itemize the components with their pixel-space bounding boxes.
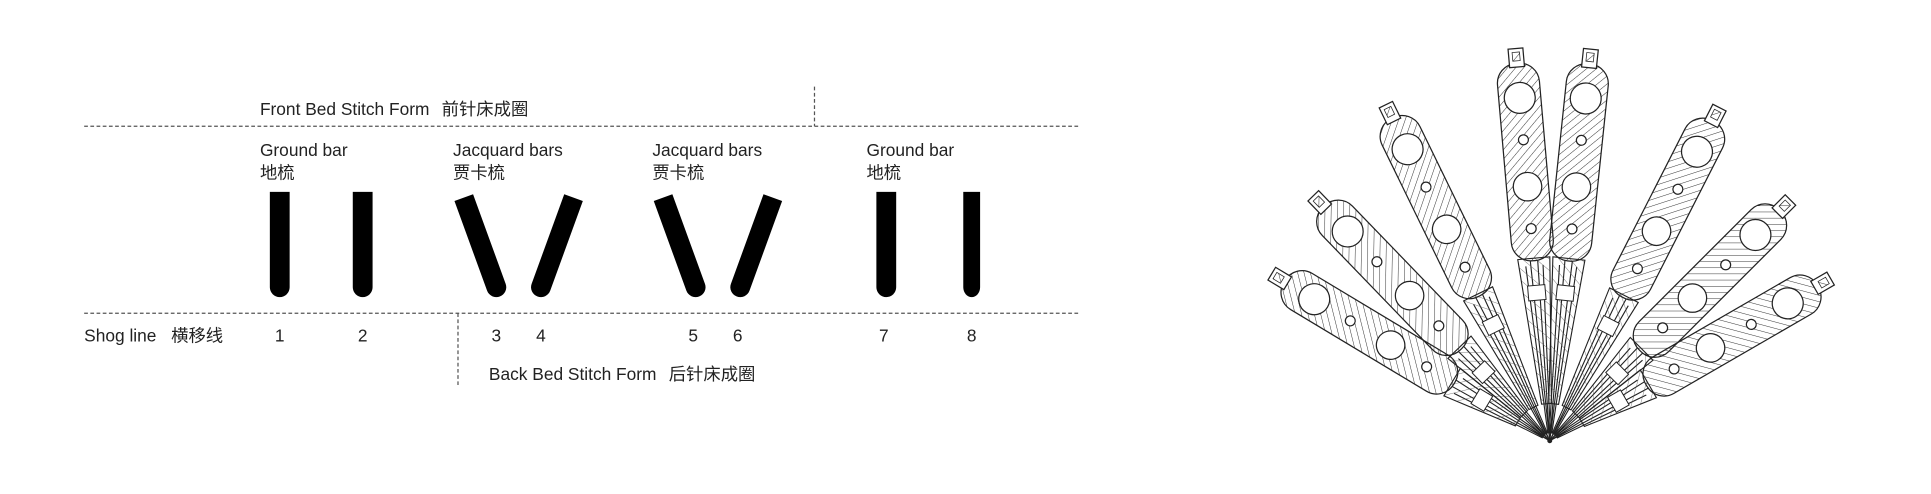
guide-bar-arm bbox=[1548, 47, 1609, 441]
guide-bar-detail bbox=[1471, 360, 1496, 385]
guide-bar-hole bbox=[1371, 256, 1383, 268]
back-bed-label-en: Back Bed Stitch Form bbox=[489, 364, 657, 384]
fan-pivot bbox=[1547, 438, 1553, 444]
bar-group-name-cn: 贾卡梳 bbox=[652, 162, 704, 182]
guide-1 bbox=[269, 191, 290, 298]
guide-bar-hole bbox=[1394, 280, 1425, 311]
guide-bar-lug-inner bbox=[1312, 195, 1326, 208]
guide-bar-hole bbox=[1375, 330, 1406, 360]
bar-group-label-jacquard-2: Jacquard bars 贾卡梳 bbox=[652, 140, 762, 182]
guide-bar-hole bbox=[1672, 183, 1684, 195]
front-bed-label-cn: 前针床成圈 bbox=[442, 99, 529, 119]
guide-bar-hole bbox=[1641, 216, 1672, 247]
guide-bar-hole bbox=[1680, 135, 1714, 168]
guide-bar-arm bbox=[1549, 103, 1727, 442]
bar-group-name-en: Jacquard bars bbox=[453, 140, 563, 160]
front-bed-label: Front Bed Stitch Form 前针床成圈 bbox=[260, 99, 528, 119]
guide-bar-arm bbox=[1378, 100, 1551, 442]
guide-bar-hole bbox=[1431, 214, 1462, 245]
guide-bar-hole bbox=[1569, 82, 1602, 115]
guide-bar-hole bbox=[1331, 215, 1364, 248]
guide-6 bbox=[727, 194, 783, 300]
guide-bar-arm bbox=[1549, 271, 1836, 442]
guide-bar-lug-inner bbox=[1710, 108, 1722, 121]
guide-bar-arm bbox=[1307, 189, 1551, 442]
guide-bar-hole bbox=[1771, 287, 1804, 320]
guide-bar-arm bbox=[1496, 47, 1554, 441]
guide-bar-detail bbox=[1481, 313, 1506, 337]
bar-group-name-en: Ground bar bbox=[866, 140, 954, 160]
guide-bar-hole bbox=[1517, 134, 1529, 146]
guide-number-7: 7 bbox=[879, 326, 889, 346]
bar-group-name-en: Jacquard bars bbox=[652, 140, 762, 160]
bar-group-label-ground-2: Ground bar 地梳 bbox=[866, 140, 954, 182]
shog-line-label-en: Shog line bbox=[84, 326, 156, 346]
guide-bar-hole bbox=[1561, 172, 1592, 202]
bar-group-name-cn: 地梳 bbox=[866, 162, 901, 182]
guide-bar-hole bbox=[1459, 261, 1471, 273]
guide-5 bbox=[653, 194, 709, 300]
front-bed-label-en: Front Bed Stitch Form bbox=[260, 99, 429, 119]
back-bed-label: Back Bed Stitch Form 后针床成圈 bbox=[489, 364, 755, 384]
guide-bar-hole bbox=[1433, 320, 1445, 332]
guide-bar-hole bbox=[1575, 134, 1587, 146]
guide-bar-lug-inner bbox=[1272, 271, 1285, 284]
guide-number-4: 4 bbox=[536, 326, 546, 346]
bar-group-name-en: Ground bar bbox=[260, 140, 348, 160]
guide-bar-lug-inner bbox=[1778, 199, 1791, 212]
guide-bar-hole bbox=[1739, 218, 1772, 252]
guide-bar-hole bbox=[1695, 333, 1726, 363]
guide-bar-hole bbox=[1420, 181, 1432, 193]
shog-line-label-cn: 横移线 bbox=[171, 326, 223, 346]
guide-bar-detail bbox=[1605, 361, 1630, 386]
guide-2 bbox=[352, 191, 373, 298]
bar-group-name-cn: 贾卡梳 bbox=[453, 162, 505, 182]
guide-bar-detail bbox=[1470, 388, 1494, 412]
guide-bar-hole bbox=[1512, 171, 1543, 202]
guide-bar-detail bbox=[1526, 284, 1547, 302]
guide-bar-hole bbox=[1677, 283, 1708, 313]
guide-bar-hole bbox=[1566, 223, 1578, 235]
guide-bar-arm bbox=[1549, 193, 1797, 442]
guide-bar-lug-inner bbox=[1511, 51, 1521, 62]
bar-group-label-ground-1: Ground bar 地梳 bbox=[260, 140, 348, 182]
guide-4 bbox=[528, 194, 583, 300]
guide-number-8: 8 bbox=[967, 326, 977, 346]
guide-bar-hole bbox=[1668, 363, 1680, 375]
guide-bar-hole bbox=[1298, 283, 1331, 316]
guide-number-5: 5 bbox=[688, 326, 698, 346]
guide-bar-detail bbox=[1555, 284, 1576, 302]
guide-bar-hole bbox=[1525, 223, 1537, 235]
guide-3 bbox=[454, 194, 510, 300]
guide-bar-detail bbox=[1606, 389, 1630, 414]
guide-bar-hole bbox=[1631, 263, 1643, 275]
bar-group-name-cn: 地梳 bbox=[260, 162, 295, 182]
guide-number-1: 1 bbox=[275, 326, 285, 346]
guide-7 bbox=[876, 191, 897, 298]
guide-number-3: 3 bbox=[492, 326, 502, 346]
guide-bar-hole bbox=[1503, 81, 1536, 114]
guide-bar-lug-inner bbox=[1817, 276, 1830, 289]
guide-bar-lug-inner bbox=[1585, 52, 1595, 63]
shog-line-label: Shog line 横移线 bbox=[84, 326, 223, 346]
guide-bar-hole bbox=[1720, 259, 1732, 271]
guide-bar-hole bbox=[1745, 318, 1757, 330]
guide-bar-hole bbox=[1391, 133, 1424, 166]
guide-bar-fan-illustration bbox=[1267, 47, 1836, 444]
bar-group-label-jacquard-1: Jacquard bars 贾卡梳 bbox=[453, 140, 563, 182]
guide-bar-hole bbox=[1657, 322, 1669, 334]
guide-number-2: 2 bbox=[358, 326, 368, 346]
guide-number-6: 6 bbox=[733, 326, 743, 346]
guide-bar-hole bbox=[1344, 315, 1356, 327]
back-bed-label-cn: 后针床成圈 bbox=[669, 364, 756, 384]
guide-8 bbox=[963, 191, 981, 298]
guide-bar-lug-inner bbox=[1383, 105, 1396, 118]
guide-bar-detail bbox=[1596, 314, 1620, 338]
guide-bar-hole bbox=[1421, 361, 1433, 373]
